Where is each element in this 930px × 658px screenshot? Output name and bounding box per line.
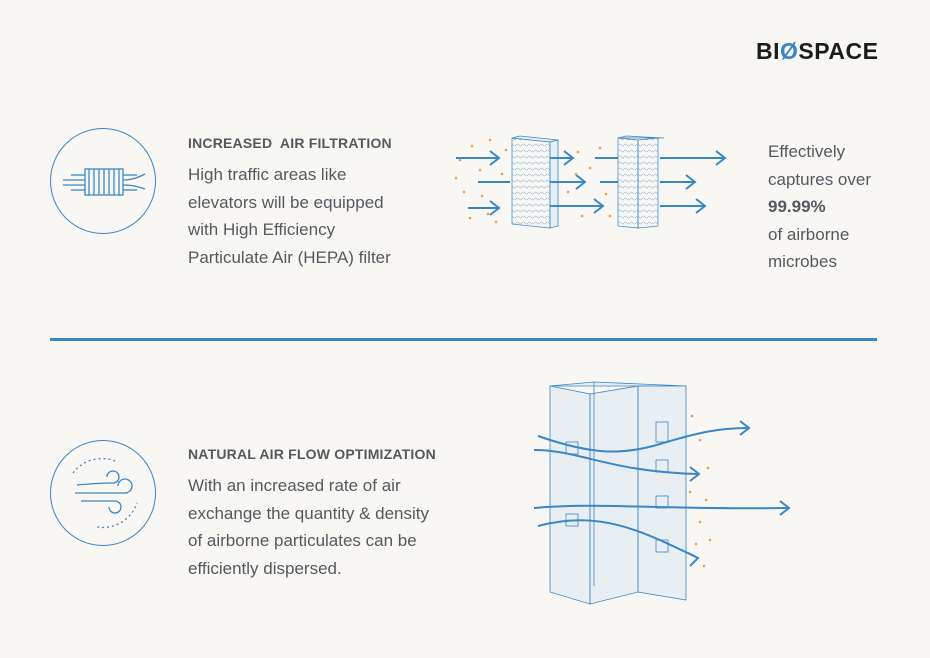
building-airflow-illustration [533, 381, 791, 605]
section1-heading: INCREASED AIR FILTRATION [188, 135, 392, 151]
hepa-filter-illustration [454, 135, 727, 229]
air-filter-icon [50, 128, 156, 234]
section-divider [50, 338, 877, 341]
section1-body: High traffic areas like elevators will b… [188, 165, 391, 267]
stat-value: 99.99% [768, 197, 826, 216]
filter-panel [617, 135, 665, 229]
section2-body: With an increased rate of air exchange t… [188, 476, 429, 578]
wind-flow-icon [50, 440, 156, 546]
filtration-stat: Effectively captures over 99.99% of airb… [768, 142, 871, 271]
biospace-logo: BIØSPACE [756, 38, 879, 64]
section2-heading: NATURAL AIR FLOW OPTIMIZATION [188, 446, 436, 462]
